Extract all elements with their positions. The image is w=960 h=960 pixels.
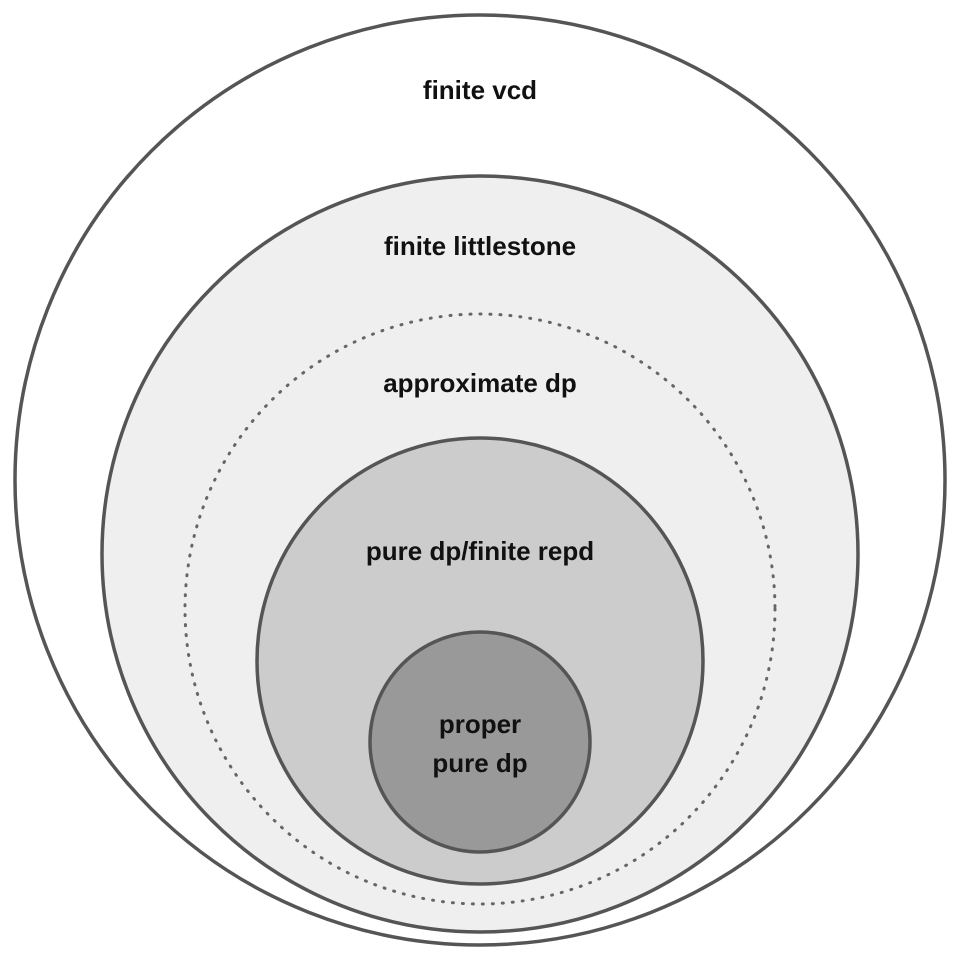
- finite-vcd-label: finite vcd: [423, 75, 537, 105]
- proper-pure-dp-label: proper: [439, 709, 521, 739]
- proper-pure-dp-label-line-2: pure dp: [432, 748, 527, 778]
- proper-pure-dp-circle: [368, 630, 592, 854]
- approximate-dp-label: approximate dp: [383, 368, 577, 398]
- pure-dp-finite-repd-label: pure dp/finite repd: [366, 536, 594, 566]
- finite-littlestone-label: finite littlestone: [384, 231, 576, 261]
- approximate-dp-dotted-circle: [183, 312, 777, 906]
